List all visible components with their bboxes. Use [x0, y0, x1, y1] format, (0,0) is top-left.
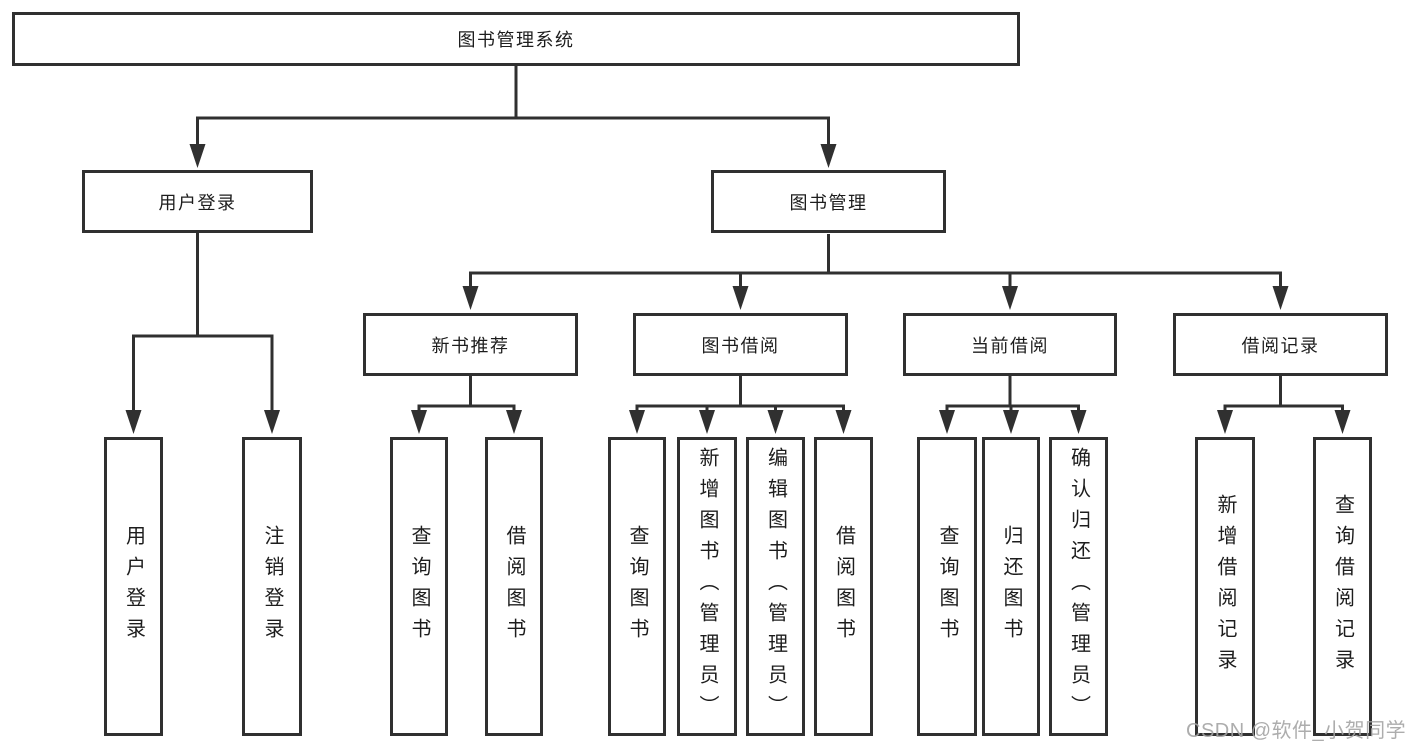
arrowhead-icons: [125, 144, 1351, 434]
node-current-borrow: 当前借阅: [903, 313, 1117, 376]
connector-borrow-records-to-children: [1223, 376, 1344, 414]
connector-root-to-level2: [196, 66, 830, 150]
csdn-watermark: CSDN @软件_小贺同学: [1186, 720, 1405, 742]
node-label: 图书管理系统: [457, 30, 575, 50]
node-label: 借阅记录: [1241, 335, 1320, 356]
connector-book-borrow-to-children: [635, 376, 845, 414]
leaf-recommend-query-book: 查询图书: [390, 437, 448, 736]
node-label: 查询图书: [408, 524, 430, 649]
node-label: 借阅图书: [832, 524, 855, 649]
leaf-logout-login: 注销登录: [242, 437, 302, 736]
node-label: 编辑图书（管理员）: [764, 447, 787, 726]
connector-book-management-to-children: [469, 234, 1282, 292]
leaf-borrow-borrow-book: 借阅图书: [814, 437, 873, 736]
leaf-query-borrow-record: 查询借阅记录: [1313, 437, 1372, 736]
node-label: 确认归还（管理员）: [1067, 447, 1090, 726]
node-label: 新增图书（管理员）: [696, 447, 718, 726]
leaf-add-book-admin: 新增图书（管理员）: [677, 437, 737, 736]
leaf-recommend-borrow-book: 借阅图书: [485, 437, 543, 736]
leaf-user-login: 用户登录: [104, 437, 163, 736]
node-label: 新增借阅记录: [1214, 493, 1236, 680]
node-book-management: 图书管理: [711, 170, 946, 233]
node-label: 借阅图书: [503, 524, 525, 649]
node-label: 查询图书: [626, 524, 648, 649]
node-label: 图书借阅: [701, 335, 780, 356]
leaf-return-book: 归还图书: [982, 437, 1040, 736]
leaf-confirm-return-admin: 确认归还（管理员）: [1049, 437, 1108, 736]
node-label: 用户登录: [122, 524, 145, 649]
leaf-borrow-query-book: 查询图书: [608, 437, 666, 736]
node-library-management-system: 图书管理系统: [12, 12, 1020, 66]
node-label: 当前借阅: [971, 335, 1049, 356]
node-borrow-records: 借阅记录: [1173, 313, 1388, 376]
leaf-current-query-book: 查询图书: [917, 437, 977, 736]
connector-user-login-to-children: [132, 233, 274, 414]
node-label: 注销登录: [261, 524, 283, 649]
node-book-borrow: 图书借阅: [633, 313, 848, 376]
connector-current-borrow-to-children: [945, 376, 1080, 414]
node-label: 查询借阅记录: [1331, 493, 1354, 680]
node-label: 图书管理: [789, 192, 868, 213]
connector-new-book-recommend-to-children: [417, 376, 516, 414]
leaf-add-borrow-record: 新增借阅记录: [1195, 437, 1255, 736]
leaf-edit-book-admin: 编辑图书（管理员）: [746, 437, 805, 736]
node-label: 新书推荐: [431, 335, 510, 356]
node-user-login: 用户登录: [82, 170, 313, 233]
node-label: 归还图书: [1000, 524, 1022, 649]
node-new-book-recommend: 新书推荐: [363, 313, 578, 376]
node-label: 查询图书: [936, 524, 958, 649]
node-label: 用户登录: [158, 192, 237, 213]
